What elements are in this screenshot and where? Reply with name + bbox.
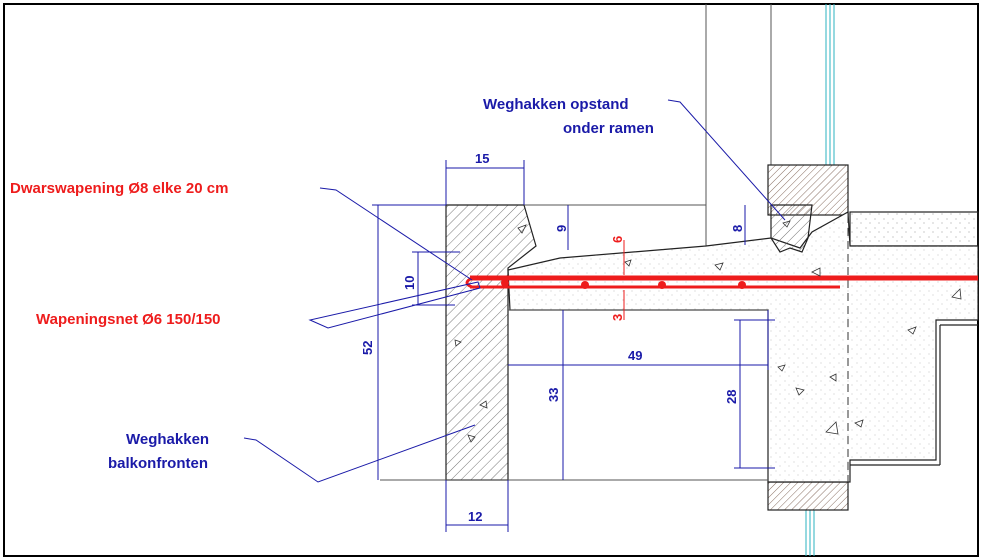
upstand-hatch: [770, 204, 813, 253]
dim-3: 3: [610, 314, 625, 321]
rebar-cross-dot: [658, 281, 666, 289]
rebar-group: [465, 275, 978, 289]
dim-8: 8: [730, 225, 745, 232]
dim-49: 49: [628, 348, 642, 363]
label-dwarswapening: Dwarswapening Ø8 elke 20 cm: [10, 180, 228, 197]
brick-lintel-bottom: [767, 481, 849, 511]
label-opstand-line1: Weghakken opstand: [483, 96, 629, 113]
rebar-cross-dot: [501, 279, 509, 287]
label-wapeningsnet: Wapeningsnet Ø6 150/150: [36, 311, 221, 328]
dim-6: 6: [610, 236, 625, 243]
rebar-cross-dot: [738, 281, 746, 289]
label-balkon-line2: balkonfronten: [108, 455, 208, 472]
label-balkon-line1: Weghakken: [126, 431, 209, 448]
screed-layer: [849, 211, 979, 247]
dim-33: 33: [546, 388, 561, 402]
leader-lines: [243, 99, 786, 483]
dim-10: 10: [402, 276, 417, 290]
concrete-speckle: [508, 212, 978, 482]
inner-wall-lines: [850, 324, 978, 466]
upper-wall-lines: [705, 4, 772, 246]
dim-52: 52: [360, 341, 375, 355]
dim-15: 15: [475, 151, 489, 166]
dim-28: 28: [724, 390, 739, 404]
rebar-cross-dot: [581, 281, 589, 289]
label-opstand-line2: onder ramen: [563, 120, 654, 137]
balcony-front-hatch: [445, 204, 537, 481]
dimension-lines: [372, 160, 775, 532]
dim-9: 9: [554, 225, 569, 232]
window-glass: [805, 4, 835, 556]
aggregate-triangles: [454, 220, 962, 443]
dim-12: 12: [468, 509, 482, 524]
